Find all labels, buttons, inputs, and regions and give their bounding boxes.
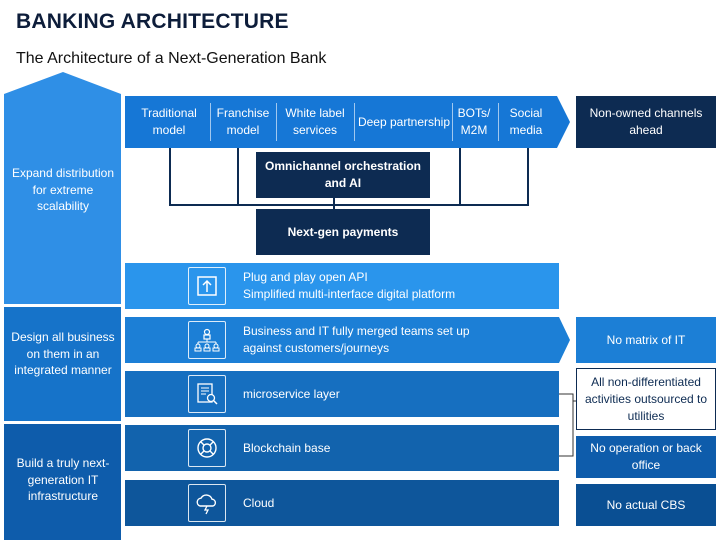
lifebuoy-icon [188, 429, 226, 467]
right-box-outsourced: All non-differentiated activities outsou… [576, 368, 716, 430]
layer-teams-shape [125, 317, 570, 363]
channel-traditional: Traditional model [141, 106, 197, 137]
left-arrow-integrated: Design all business on them in an integr… [11, 330, 115, 378]
layer-teams-line2: against customers/journeys [243, 341, 390, 355]
layer-microservice-line1: microservice layer [243, 386, 340, 401]
layer-open-api-line1: Plug and play open API [243, 270, 368, 284]
omnichannel-box: Omnichannel orchestration and AI [256, 152, 430, 198]
channel-deep-partnership: Deep partnership [357, 114, 451, 129]
right-box-no-cbs: No actual CBS [576, 484, 716, 526]
channel-white-label: White label services [285, 106, 345, 137]
next-gen-payments-box: Next-gen payments [256, 209, 430, 255]
page-title: BANKING ARCHITECTURE [16, 10, 289, 33]
layer-blockchain: Blockchain base [125, 425, 559, 471]
layer-teams-line1: Business and IT fully merged teams set u… [243, 324, 470, 338]
layer-blockchain-line1: Blockchain base [243, 440, 331, 455]
layer-microservice: microservice layer [125, 371, 559, 417]
layer-teams: Business and IT fully merged teams set u… [125, 317, 559, 363]
layer-open-api-line2: Simplified multi-interface digital platf… [243, 287, 456, 301]
layer-cloud-line1: Cloud [243, 495, 275, 510]
document-search-icon [188, 375, 226, 413]
channel-bots: BOTs/ M2M [457, 106, 491, 137]
layer-open-api: Plug and play open API Simplified multi-i… [125, 263, 559, 309]
org-chart-icon [188, 321, 226, 359]
channel-bar: Traditional model Franchise model White … [125, 97, 565, 147]
channel-franchise: Franchise model [216, 106, 270, 137]
upload-icon [188, 267, 226, 305]
left-arrow-scalability: Expand distribution for extreme scalabil… [11, 166, 115, 214]
layer-cloud: Cloud [125, 480, 559, 526]
left-arrow-shape [4, 72, 121, 540]
page-subtitle: The Architecture of a Next-Generation Ba… [16, 50, 327, 67]
channel-social: Social media [509, 106, 543, 137]
right-box-no-back-office: No operation or back office [576, 436, 716, 478]
non-owned-channels-box: Non-owned channels ahead [576, 96, 716, 148]
channel-bar-shape [125, 96, 570, 148]
right-box-no-matrix: No matrix of IT [576, 317, 716, 363]
cloud-icon [188, 484, 226, 522]
left-arrow-infrastructure: Build a truly next-generation IT infrast… [16, 456, 110, 504]
